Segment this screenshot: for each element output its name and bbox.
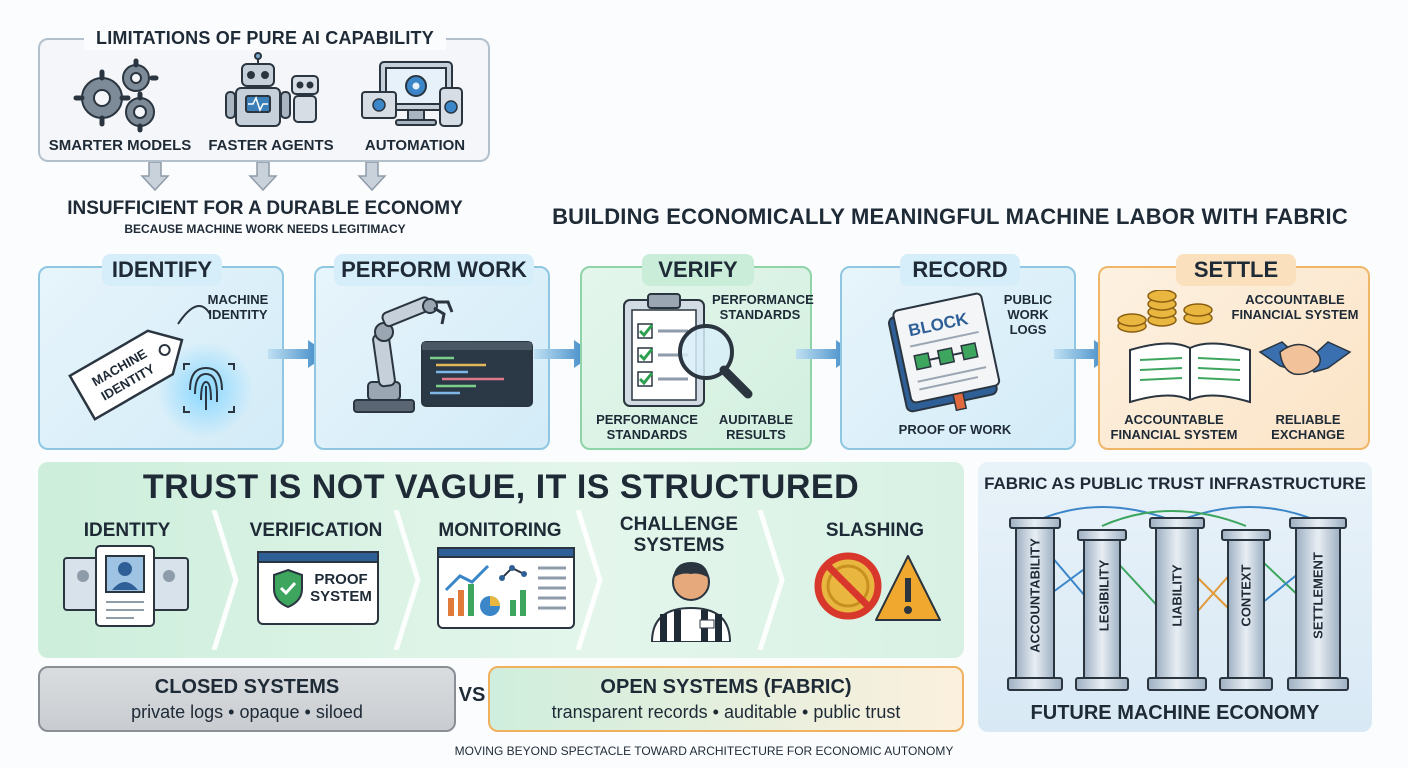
pillar-label: LEGIBILITY (1096, 559, 1112, 632)
limitations-title: LIMITATIONS OF PURE AI CAPABILITY (84, 28, 446, 50)
stage-title: PERFORM WORK (334, 254, 534, 286)
trust-separators (211, 510, 785, 650)
open-systems-title: OPEN SYSTEMS (FABRIC) (600, 676, 852, 698)
pillar-label: CONTEXT (1238, 564, 1254, 627)
devices-icon (361, 61, 463, 127)
trust-title: TRUST IS NOT VAGUE, IT IS STRUCTURED (142, 468, 860, 506)
flow-arrow-icon (268, 340, 328, 368)
stage-title: VERIFY (642, 254, 754, 286)
robot-arm-icon (353, 296, 533, 413)
pillars-graphic (1007, 506, 1349, 691)
footer-caption: MOVING BEYOND SPECTACLE TOWARD ARCHITECT… (454, 744, 954, 758)
limitations-conclusion: INSUFFICIENT FOR A DURABLE ECONOMY (67, 198, 463, 219)
open-systems-panel: OPEN SYSTEMS (FABRIC) transparent record… (488, 666, 964, 732)
id-cards-icon (63, 545, 189, 627)
referee-icon (650, 562, 732, 642)
pillar-label: ACCOUNTABILITY (1027, 538, 1043, 653)
pillar-label: LIABILITY (1169, 564, 1185, 627)
gears-icon (73, 58, 159, 133)
identity-tag-icon: MACHINE IDENTITY (68, 305, 253, 438)
dashboard-icon (437, 547, 575, 629)
fabric-footer: FUTURE MACHINE ECONOMY (1030, 702, 1320, 724)
closed-systems-sub: private logs • opaque • siloed (131, 702, 363, 722)
trust-item-label: VERIFICATION (249, 520, 383, 541)
main-title: BUILDING ECONOMICALLY MEANINGFUL MACHINE… (552, 204, 1348, 229)
fabric-title: FABRIC AS PUBLIC TRUST INFRASTRUCTURE (984, 474, 1366, 493)
vs-label: VS (458, 684, 486, 706)
down-arrows (140, 162, 387, 192)
open-systems-sub: transparent records • auditable • public… (551, 702, 901, 722)
limitation-label: SMARTER MODELS (48, 137, 192, 154)
robots-icon (225, 52, 319, 127)
slashing-icon (814, 552, 941, 621)
limitations-conclusion-sub: BECAUSE MACHINE WORK NEEDS LEGITIMACY (124, 222, 406, 236)
closed-systems-panel: CLOSED SYSTEMS private logs • opaque • s… (38, 666, 456, 732)
finance-exchange-icon (1117, 290, 1352, 404)
proof-system-icon (257, 551, 379, 625)
checklist-magnifier-icon (623, 293, 753, 407)
flow-arrow-icon (534, 340, 594, 368)
stage-title: IDENTIFY (102, 254, 222, 286)
stage-title: RECORD (900, 254, 1020, 286)
trust-item-label: MONITORING (438, 520, 562, 541)
stage-title: SETTLE (1176, 254, 1296, 286)
limitation-label: FASTER AGENTS (208, 137, 334, 154)
block-ledger-icon: BLOCK (887, 292, 1001, 413)
record-caption-bottom: PROOF OF WORK (898, 422, 1012, 437)
limitation-label: AUTOMATION (364, 137, 466, 154)
closed-systems-title: CLOSED SYSTEMS (154, 676, 340, 698)
pillar-label: SETTLEMENT (1310, 552, 1326, 639)
trust-item-label: SLASHING (825, 520, 925, 541)
trust-item-label: IDENTITY (83, 520, 171, 541)
